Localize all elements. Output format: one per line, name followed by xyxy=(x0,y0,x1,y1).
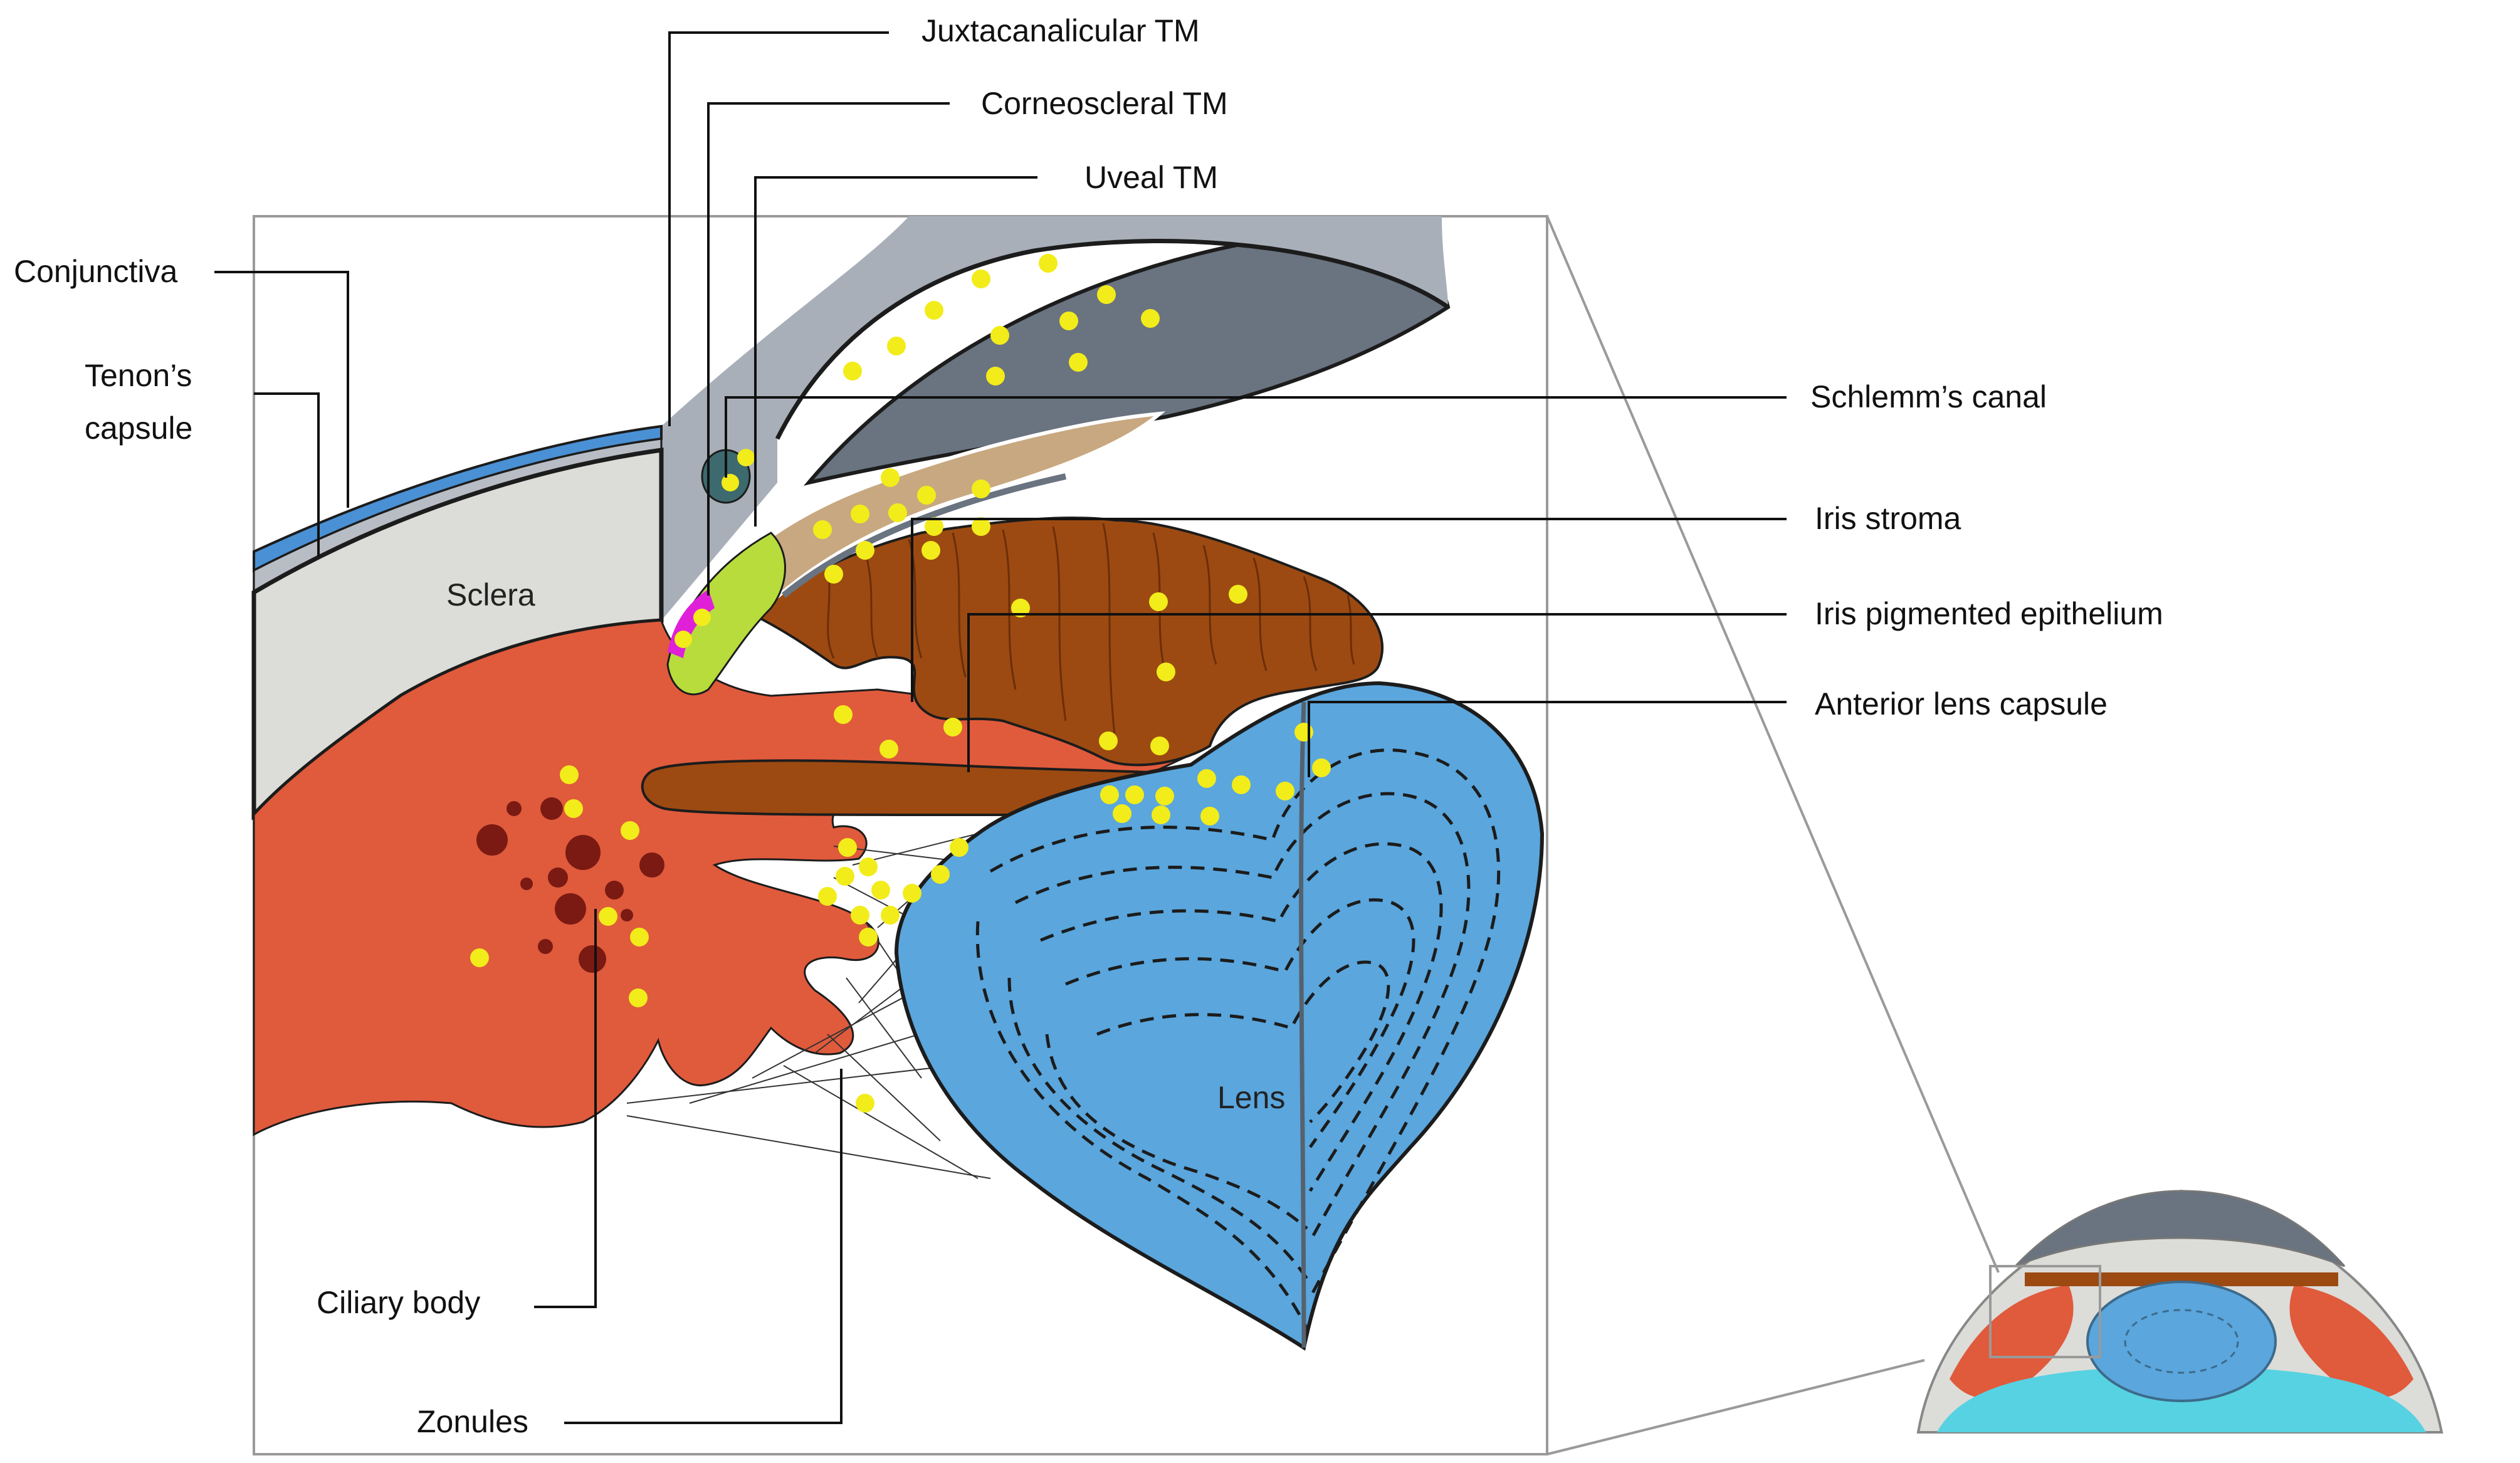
label-tenons-line2: capsule xyxy=(85,411,192,446)
overview-zoom-box xyxy=(1989,1265,2101,1358)
cornea xyxy=(661,216,1448,621)
overview-ciliary-left xyxy=(1950,1285,2074,1398)
overview-lens-ring xyxy=(2124,1309,2239,1374)
overview-cornea xyxy=(2014,1190,2346,1267)
lens-layers xyxy=(975,748,1501,1330)
label-ciliary-body: Ciliary body xyxy=(317,1285,480,1320)
labels: Juxtacanalicular TM Corneoscleral TM Uve… xyxy=(14,13,2163,1439)
zoom-projection-lines xyxy=(1546,216,2000,1455)
overview-ciliary-right xyxy=(2289,1285,2413,1398)
label-juxtacanalicular-tm: Juxtacanalicular TM xyxy=(921,13,1200,48)
yellow-markers xyxy=(470,254,1331,1113)
leader-lines xyxy=(214,31,1787,1424)
label-conjunctiva: Conjunctiva xyxy=(14,254,177,289)
ciliary-pigment-spots xyxy=(476,797,664,973)
label-anterior-lens-capsule: Anterior lens capsule xyxy=(1815,686,2108,721)
label-iris-pigmented-epithelium: Iris pigmented epithelium xyxy=(1815,596,2163,631)
label-zonules: Zonules xyxy=(417,1404,528,1439)
label-corneoscleral-tm: Corneoscleral TM xyxy=(981,86,1228,121)
label-tenons-line1: Tenon’s xyxy=(85,358,192,393)
overview-iris xyxy=(2025,1272,2338,1286)
overview-lens xyxy=(2086,1281,2277,1402)
label-uveal-tm: Uveal TM xyxy=(1084,160,1218,195)
label-iris-stroma: Iris stroma xyxy=(1815,501,1961,536)
eye-overview-thumbnail xyxy=(1916,1189,2444,1434)
lens-section-line xyxy=(1299,701,1306,1348)
label-lens: Lens xyxy=(1217,1080,1285,1115)
juxtacanalicular-region xyxy=(666,532,786,696)
label-schlemms-canal: Schlemm’s canal xyxy=(1810,379,2047,414)
main-anatomy xyxy=(251,216,1545,1351)
tm-inner-line xyxy=(781,473,1067,598)
label-sclera: Sclera xyxy=(446,577,535,612)
cornea-edge xyxy=(775,238,1449,440)
